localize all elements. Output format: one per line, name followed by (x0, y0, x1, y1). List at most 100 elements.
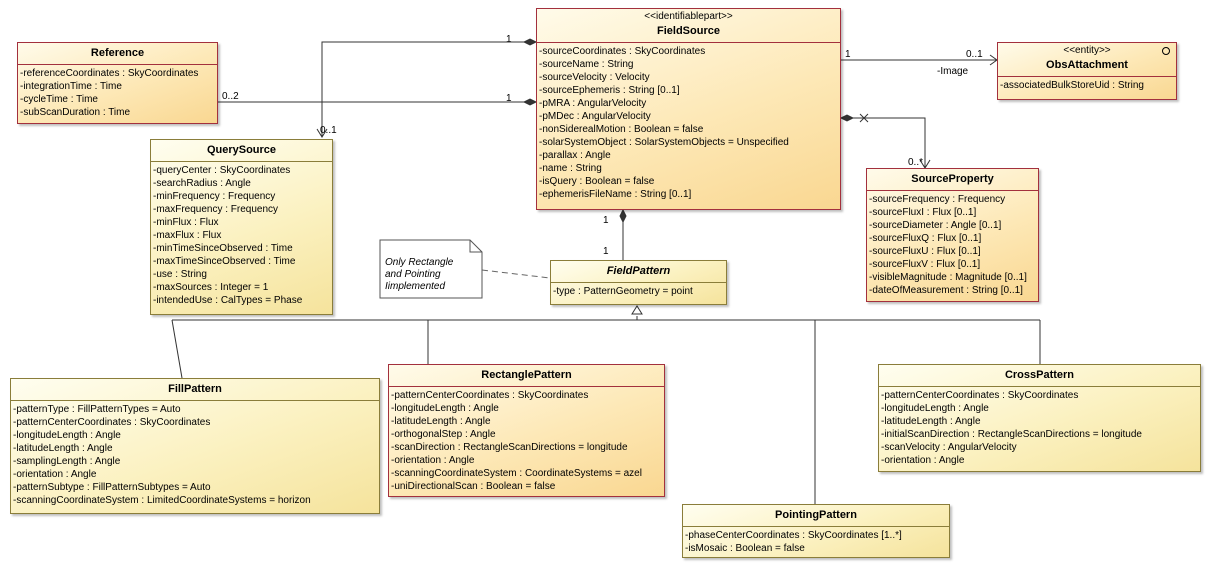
attribute: -isMosaic : Boolean = false (685, 543, 805, 554)
class-crosspattern[interactable]: CrossPattern -patternCenterCoordinates :… (878, 364, 1201, 472)
attribute: -queryCenter : SkyCoordinates (153, 165, 291, 176)
class-stereotype: <<identifiablepart>> (644, 11, 733, 22)
attribute: -sourceName : String (539, 59, 634, 70)
attribute: -minTimeSinceObserved : Time (153, 243, 293, 254)
attribute-list: -referenceCoordinates : SkyCoordinates -… (18, 65, 217, 121)
attribute: -use : String (153, 269, 207, 280)
attribute: -uniDirectionalScan : Boolean = false (391, 481, 556, 492)
attribute-list: -patternCenterCoordinates : SkyCoordinat… (389, 387, 664, 495)
attribute: -initialScanDirection : RectangleScanDir… (881, 429, 1142, 440)
fieldsource-fieldpattern-link (619, 208, 627, 260)
class-sourceproperty[interactable]: SourceProperty -sourceFrequency : Freque… (866, 168, 1039, 302)
class-name: FieldPattern (606, 265, 671, 277)
note-line: Only Rectangle (385, 257, 454, 268)
class-rectanglepattern[interactable]: RectanglePattern -patternCenterCoordinat… (388, 364, 665, 497)
multiplicity-sp: 0..* (908, 157, 924, 168)
class-header: SourceProperty (867, 169, 1038, 191)
attribute: -sourceFluxU : Flux [0..1] (869, 246, 981, 257)
attribute: -dateOfMeasurement : String [0..1] (869, 285, 1023, 296)
attribute: -longitudeLength : Angle (391, 403, 499, 414)
attribute: -longitudeLength : Angle (13, 430, 121, 441)
attribute: -maxFrequency : Frequency (153, 204, 279, 215)
attribute: -maxTimeSinceObserved : Time (153, 256, 296, 267)
class-header: CrossPattern (879, 365, 1200, 387)
multiplicity-fs-ref: 1 (506, 93, 512, 104)
attribute: -maxSources : Integer = 1 (153, 282, 269, 293)
attribute: -orthogonalStep : Angle (391, 429, 496, 440)
attribute: -ephemerisFileName : String [0..1] (539, 189, 692, 200)
attribute-list: -phaseCenterCoordinates : SkyCoordinates… (683, 527, 949, 557)
multiplicity-fs-obs: 1 (845, 49, 851, 60)
attribute: -associatedBulkStoreUid : String (1000, 80, 1144, 91)
class-header: PointingPattern (683, 505, 949, 527)
attribute: -minFrequency : Frequency (153, 191, 276, 202)
attribute: -orientation : Angle (13, 469, 97, 480)
class-header: <<entity>> ObsAttachment (998, 43, 1176, 77)
class-name: CrossPattern (1004, 369, 1075, 381)
class-stereotype: <<entity>> (1063, 45, 1111, 56)
attribute: -sourceFluxV : Flux [0..1] (869, 259, 981, 270)
class-name: ObsAttachment (1046, 59, 1128, 71)
reference-fieldsource-link (218, 98, 538, 106)
multiplicity-reference: 0..2 (222, 91, 239, 102)
class-name: SourceProperty (911, 173, 994, 185)
attribute: -parallax : Angle (539, 150, 611, 161)
class-name: Reference (90, 47, 145, 59)
attribute-list: -type : PatternGeometry = point (551, 283, 726, 300)
attribute: -isQuery : Boolean = false (539, 176, 655, 187)
attribute: -latitudeLength : Angle (881, 416, 981, 427)
attribute-list: -associatedBulkStoreUid : String (998, 77, 1176, 94)
attribute-list: -queryCenter : SkyCoordinates -searchRad… (151, 162, 332, 309)
attribute: -searchRadius : Angle (153, 178, 251, 189)
attribute: -sourceEphemeris : String [0..1] (539, 85, 680, 96)
attribute: -sourceFluxI : Flux [0..1] (869, 207, 977, 218)
class-name: FieldSource (657, 25, 720, 37)
class-name: QuerySource (206, 144, 277, 156)
class-reference[interactable]: Reference -referenceCoordinates : SkyCoo… (17, 42, 218, 124)
attribute: -maxFlux : Flux (153, 230, 222, 241)
attribute: -latitudeLength : Angle (13, 443, 113, 454)
attribute: -orientation : Angle (391, 455, 475, 466)
multiplicity-obs: 0..1 (966, 49, 983, 60)
attribute: -patternCenterCoordinates : SkyCoordinat… (13, 417, 211, 428)
class-header: RectanglePattern (389, 365, 664, 387)
multiplicity-fs-query: 1 (506, 34, 512, 45)
attribute: -name : String (539, 163, 602, 174)
attribute: -solarSystemObject : SolarSystemObjects … (539, 137, 789, 148)
class-fieldsource[interactable]: <<identifiablepart>> FieldSource -source… (536, 8, 841, 210)
attribute: -type : PatternGeometry = point (553, 286, 693, 297)
attribute: -sourceVelocity : Velocity (539, 72, 650, 83)
attribute: -patternCenterCoordinates : SkyCoordinat… (391, 390, 589, 401)
attribute: -scanDirection : RectangleScanDirections… (391, 442, 628, 453)
class-header: <<identifiablepart>> FieldSource (537, 9, 840, 43)
attribute: -cycleTime : Time (20, 94, 98, 105)
class-fieldpattern[interactable]: FieldPattern -type : PatternGeometry = p… (550, 260, 727, 305)
attribute: -longitudeLength : Angle (881, 403, 989, 414)
attribute: -visibleMagnitude : Magnitude [0..1] (869, 272, 1027, 283)
entity-icon (1162, 47, 1170, 55)
class-name: PointingPattern (775, 509, 857, 521)
note-line: Iimplemented (385, 281, 446, 292)
attribute: -pMDec : AngularVelocity (539, 111, 651, 122)
class-querysource[interactable]: QuerySource -queryCenter : SkyCoordinate… (150, 139, 333, 315)
attribute: -sourceCoordinates : SkyCoordinates (539, 46, 706, 57)
attribute: -nonSiderealMotion : Boolean = false (539, 124, 704, 135)
attribute: -integrationTime : Time (20, 81, 122, 92)
attribute-list: -sourceFrequency : Frequency -sourceFlux… (867, 191, 1038, 299)
attribute: -scanVelocity : AngularVelocity (881, 442, 1017, 453)
attribute: -samplingLength : Angle (13, 456, 121, 467)
attribute: -minFlux : Flux (153, 217, 219, 228)
class-pointingpattern[interactable]: PointingPattern -phaseCenterCoordinates … (682, 504, 950, 558)
class-fillpattern[interactable]: FillPattern -patternType : FillPatternTy… (10, 378, 380, 514)
fieldsource-querysource-link (316, 38, 538, 138)
class-obsattachment[interactable]: <<entity>> ObsAttachment -associatedBulk… (997, 42, 1177, 100)
generalization-tree (171, 305, 1041, 506)
attribute: -patternType : FillPatternTypes = Auto (13, 404, 181, 415)
class-header: Reference (18, 43, 217, 65)
class-name: RectanglePattern (481, 369, 572, 381)
class-header: QuerySource (151, 140, 332, 162)
attribute: -scanningCoordinateSystem : LimitedCoord… (13, 495, 311, 506)
multiplicity-fs-fp: 1 (603, 215, 609, 226)
class-header: FillPattern (11, 379, 379, 401)
